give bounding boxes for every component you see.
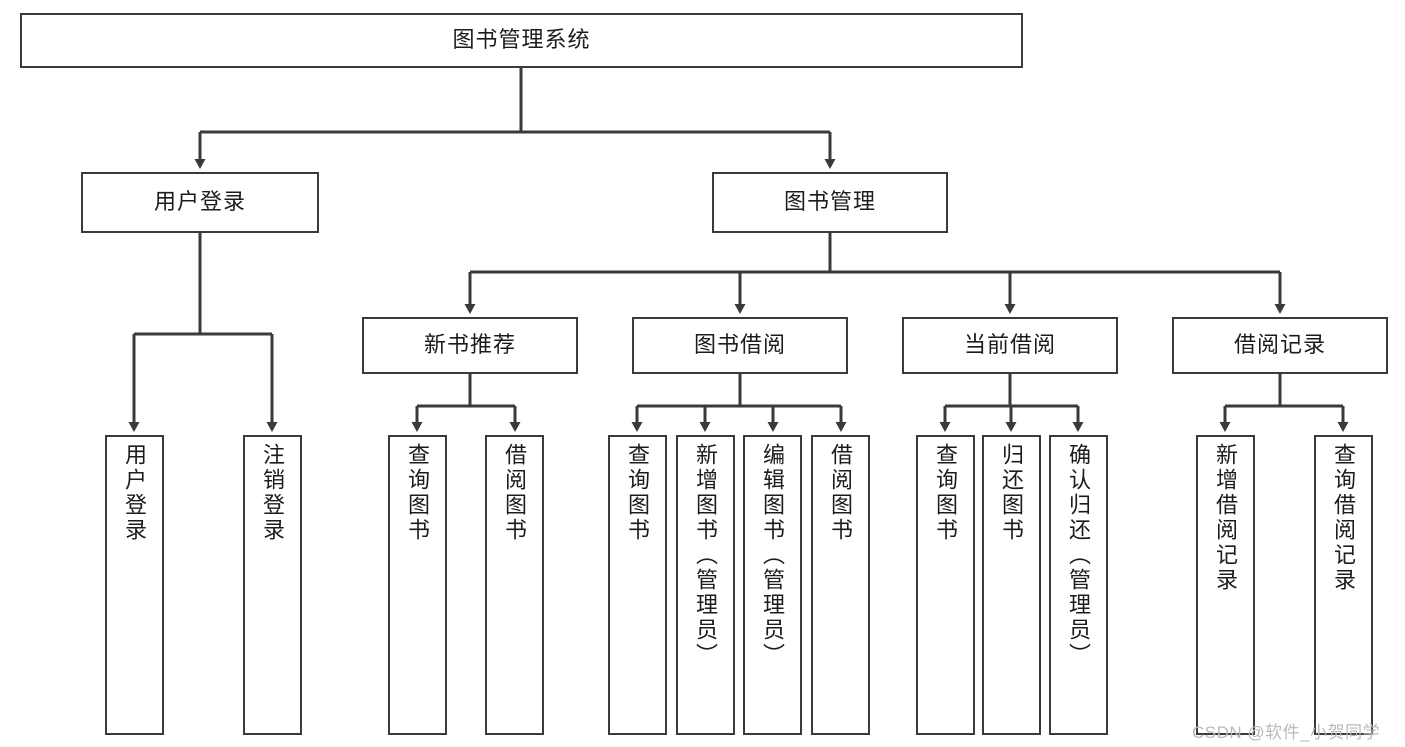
node-current-borrow[interactable]: 当前借阅 [902,317,1118,374]
node-book-manage[interactable]: 图书管理 [712,172,948,233]
node-leaf-label: 新增图书（管理员） [693,443,719,668]
node-leaf-label: 新增借阅记录 [1213,443,1239,593]
node-leaf-logout[interactable]: 注销登录 [243,435,302,735]
node-leaf-label: 用户登录 [122,443,148,543]
node-leaf-label: 借阅图书 [502,443,528,543]
node-user-login[interactable]: 用户登录 [81,172,319,233]
node-leaf-label: 查询借阅记录 [1331,443,1357,593]
node-leaf-label: 查询图书 [625,443,651,543]
node-leaf-query-book-rec[interactable]: 查询图书 [388,435,447,735]
node-leaf-label: 归还图书 [999,443,1025,543]
node-leaf-user-login[interactable]: 用户登录 [105,435,164,735]
node-leaf-label: 确认归还（管理员） [1066,443,1092,668]
node-leaf-edit-book-admin[interactable]: 编辑图书（管理员） [743,435,802,735]
node-new-book-recommend[interactable]: 新书推荐 [362,317,578,374]
node-leaf-confirm-return-admin[interactable]: 确认归还（管理员） [1049,435,1108,735]
node-leaf-add-borrow-record[interactable]: 新增借阅记录 [1196,435,1255,735]
node-leaf-query-book-current[interactable]: 查询图书 [916,435,975,735]
node-leaf-query-book-borrow[interactable]: 查询图书 [608,435,667,735]
node-leaf-add-book-admin[interactable]: 新增图书（管理员） [676,435,735,735]
node-borrow-record[interactable]: 借阅记录 [1172,317,1388,374]
node-book-borrow[interactable]: 图书借阅 [632,317,848,374]
node-leaf-borrow-book-rec[interactable]: 借阅图书 [485,435,544,735]
node-leaf-label: 注销登录 [260,443,286,543]
csdn-watermark: CSDN @软件_小贺同学 [1192,723,1381,742]
node-leaf-label: 查询图书 [405,443,431,543]
node-root-system[interactable]: 图书管理系统 [20,13,1023,68]
node-leaf-borrow-book[interactable]: 借阅图书 [811,435,870,735]
node-leaf-label: 编辑图书（管理员） [760,443,786,668]
node-leaf-query-borrow-record[interactable]: 查询借阅记录 [1314,435,1373,735]
node-leaf-return-book[interactable]: 归还图书 [982,435,1041,735]
node-leaf-label: 查询图书 [933,443,959,543]
node-leaf-label: 借阅图书 [828,443,854,543]
